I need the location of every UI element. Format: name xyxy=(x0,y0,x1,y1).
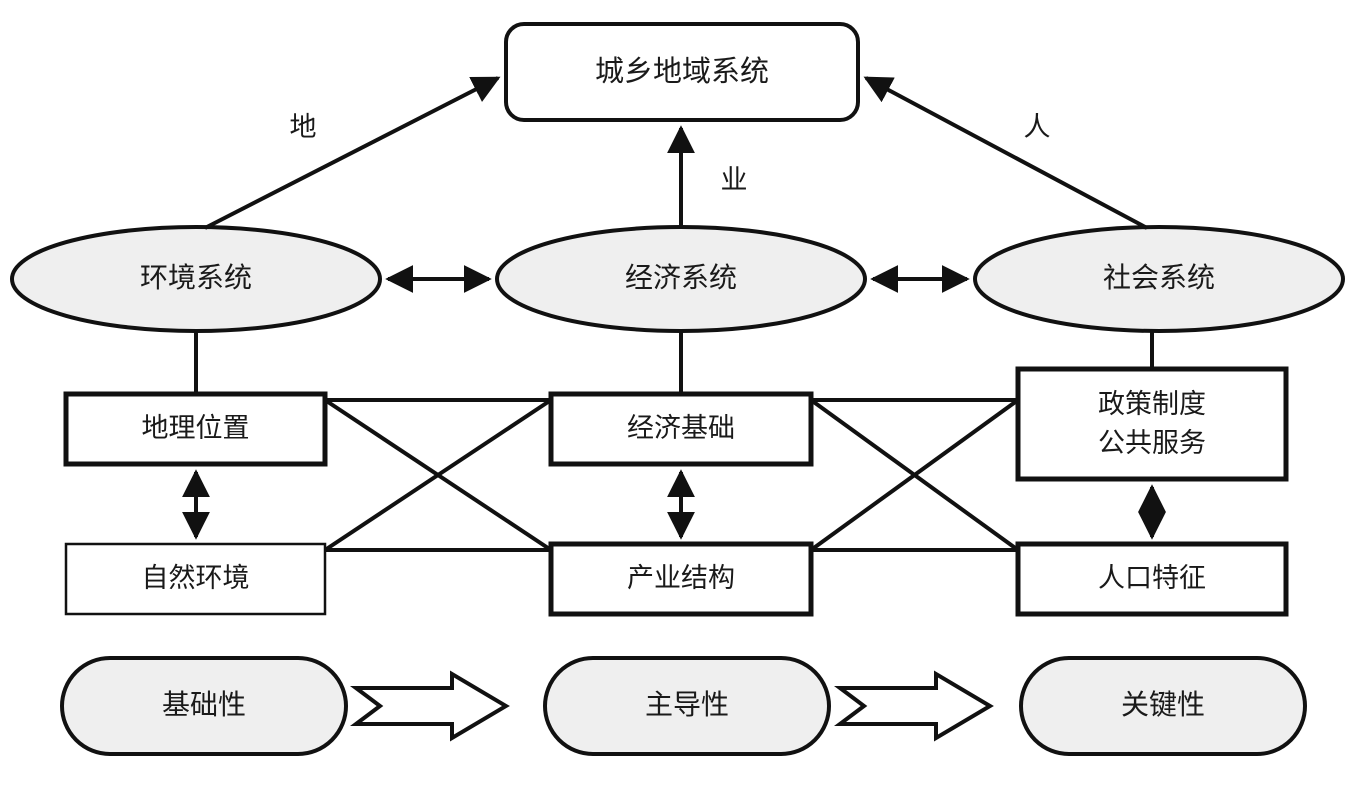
node-social-system[interactable] xyxy=(973,225,1345,333)
node-natural-environment[interactable] xyxy=(64,542,327,616)
node-geographic-location[interactable] xyxy=(63,391,328,467)
node-industrial-structure[interactable] xyxy=(548,541,814,617)
node-urban-rural-regional-system[interactable] xyxy=(504,22,860,122)
node-economic-foundation[interactable] xyxy=(548,391,814,467)
edge-industrial-structure-to-policy-and-services xyxy=(809,398,1020,552)
edge-environment-to-top xyxy=(204,76,501,230)
edge-natural-environment-to-economic-foundation xyxy=(323,398,553,552)
node-leading[interactable] xyxy=(543,656,831,756)
node-critical[interactable] xyxy=(1019,656,1307,756)
node-economic-system[interactable] xyxy=(495,225,867,333)
node-environment-system[interactable] xyxy=(10,225,382,333)
edge-social-to-top xyxy=(863,76,1148,230)
block-arrow-leading-to-critical xyxy=(834,670,994,742)
block-arrow-foundational-to-leading xyxy=(350,670,510,742)
node-foundational[interactable] xyxy=(60,656,348,756)
node-population-traits[interactable] xyxy=(1015,541,1289,617)
node-policy-and-services[interactable] xyxy=(1015,366,1289,482)
